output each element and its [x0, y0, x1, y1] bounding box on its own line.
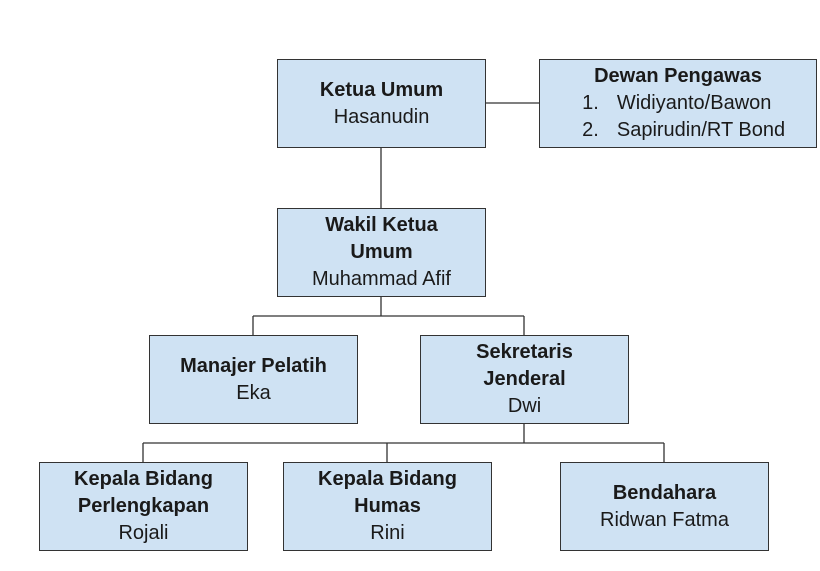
list-item-number: 1.: [582, 92, 599, 114]
list-item-name: Widiyanto/Bawon: [616, 92, 772, 114]
node-title-line: Jenderal: [483, 368, 566, 390]
node-title-line: Humas: [354, 495, 421, 517]
node-title-line: Wakil Ketua: [325, 214, 438, 236]
dewan-pengawas-member-list: 1. Widiyanto/Bawon 2. Sapirudin/RT Bond: [571, 90, 785, 144]
node-title-line: Umum: [350, 241, 413, 263]
node-sekretaris-jenderal: Sekretaris Jenderal Dwi: [420, 335, 629, 424]
node-title-line: Perlengkapan: [77, 495, 210, 517]
node-person-name: Ridwan Fatma: [600, 508, 729, 531]
node-person-name: Rojali: [118, 522, 169, 544]
list-item-name: Sapirudin/RT Bond: [616, 119, 786, 141]
node-title-line: Kepala Bidang: [318, 468, 457, 490]
node-person-name: Muhammad Afif: [312, 268, 451, 290]
node-wakil-ketua-umum: Wakil Ketua Umum Muhammad Afif: [277, 208, 486, 297]
node-title: Manajer Pelatih: [180, 354, 327, 377]
node-person-name: Rini: [370, 522, 405, 544]
node-dewan-pengawas: Dewan Pengawas 1. Widiyanto/Bawon 2. Sap…: [539, 59, 817, 148]
node-title: Dewan Pengawas: [594, 65, 762, 87]
node-kepala-bidang-perlengkapan: Kepala Bidang Perlengkapan Rojali: [39, 462, 248, 551]
node-person-name: Hasanudin: [333, 105, 430, 128]
node-title-line: Kepala Bidang: [74, 468, 213, 490]
node-ketua-umum: Ketua Umum Hasanudin: [277, 59, 486, 148]
node-title: Bendahara: [612, 481, 717, 504]
list-item-number: 2.: [582, 119, 599, 141]
node-title-line: Sekretaris: [476, 341, 573, 363]
node-person-name: Eka: [236, 381, 271, 404]
node-manajer-pelatih: Manajer Pelatih Eka: [149, 335, 358, 424]
node-kepala-bidang-humas: Kepala Bidang Humas Rini: [283, 462, 492, 551]
node-person-name: Dwi: [507, 395, 542, 417]
node-title: Ketua Umum: [319, 78, 444, 101]
node-bendahara: Bendahara Ridwan Fatma: [560, 462, 769, 551]
